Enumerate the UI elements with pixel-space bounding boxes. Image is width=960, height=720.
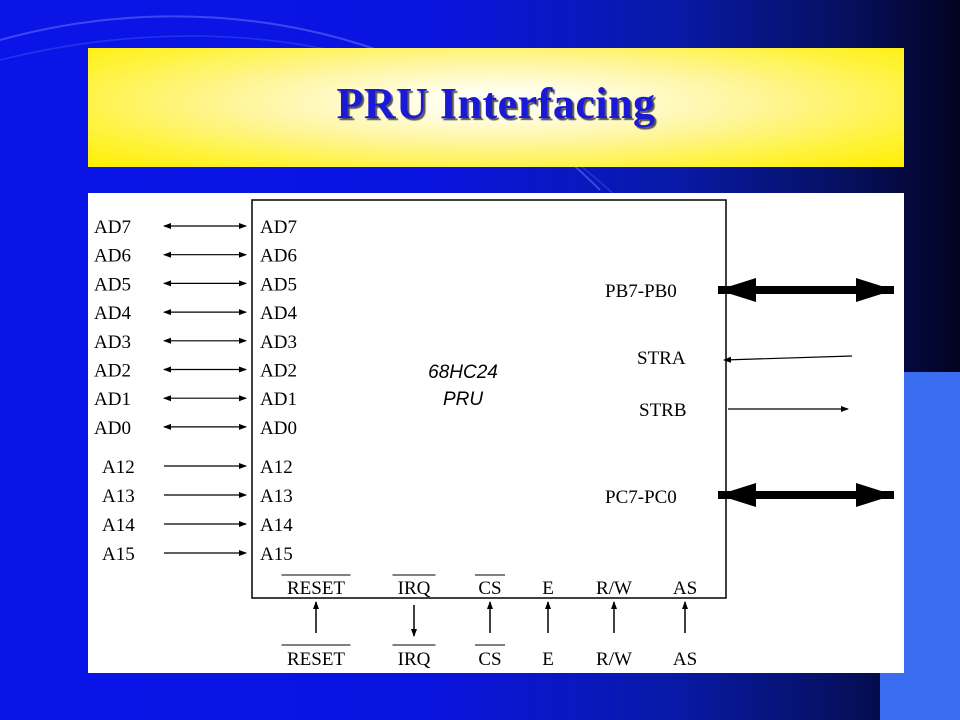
chip-pin-e: E <box>542 578 554 599</box>
chip-pin-a12: A12 <box>260 457 293 478</box>
external-pin-a12: A12 <box>102 457 135 478</box>
external-pin-a15: A15 <box>102 544 135 565</box>
external-pin-e: E <box>542 649 554 670</box>
chip-pin-irq: IRQ <box>398 578 431 599</box>
external-pin-as: AS <box>673 649 697 670</box>
external-pin-ad4: AD4 <box>94 303 131 324</box>
chip-pin-ad3: AD3 <box>260 332 297 353</box>
stra-arrow <box>723 355 853 363</box>
chip-pin-a14: A14 <box>260 515 293 536</box>
chip-pin-ad1: AD1 <box>260 389 297 410</box>
external-pin-irq: IRQ <box>398 649 431 670</box>
external-pin-ad0: AD0 <box>94 418 131 439</box>
chip-pin-reset: RESET <box>287 578 345 599</box>
external-pin-cs: CS <box>478 649 501 670</box>
chip-pin-a15: A15 <box>260 544 293 565</box>
chip-pin-ad5: AD5 <box>260 274 297 295</box>
external-pin-ad2: AD2 <box>94 361 131 382</box>
title-banner: PRU Interfacing <box>88 48 904 167</box>
external-pin-a14: A14 <box>102 515 135 536</box>
external-pin-r-w: R/W <box>596 649 632 670</box>
external-pin-ad5: AD5 <box>94 274 131 295</box>
chip-pin-a13: A13 <box>260 486 293 507</box>
chip-pin-ad4: AD4 <box>260 303 297 324</box>
pin-label-pc: PC7-PC0 <box>605 487 677 508</box>
chip-pin-ad0: AD0 <box>260 418 297 439</box>
bottom-pins-group: RESET RESET IRQ IRQ CS CS E E R/W R/W AS AS <box>281 574 697 670</box>
external-pin-ad3: AD3 <box>94 332 131 353</box>
external-pin-ad6: AD6 <box>94 246 131 267</box>
chip-pin-r-w: R/W <box>596 578 632 599</box>
chip-pin-as: AS <box>673 578 697 599</box>
slide-title: PRU Interfacing <box>336 79 656 128</box>
pin-label-strb: STRB <box>639 400 687 421</box>
chip-pin-ad6: AD6 <box>260 246 297 267</box>
chip-pin-cs: CS <box>478 578 501 599</box>
pin-label-stra: STRA <box>637 348 686 369</box>
pin-label-pb: PB7-PB0 <box>605 281 677 302</box>
external-pin-ad1: AD1 <box>94 389 131 410</box>
chip-label-part: 68HC24 <box>428 362 498 383</box>
external-pin-a13: A13 <box>102 486 135 507</box>
chip-label-name: PRU <box>443 389 483 410</box>
chip-pin-ad7: AD7 <box>260 217 297 238</box>
external-pin-ad7: AD7 <box>94 217 131 238</box>
chip-pin-ad2: AD2 <box>260 361 297 382</box>
external-pin-reset: RESET <box>287 649 345 670</box>
pru-chip-body <box>251 199 727 599</box>
